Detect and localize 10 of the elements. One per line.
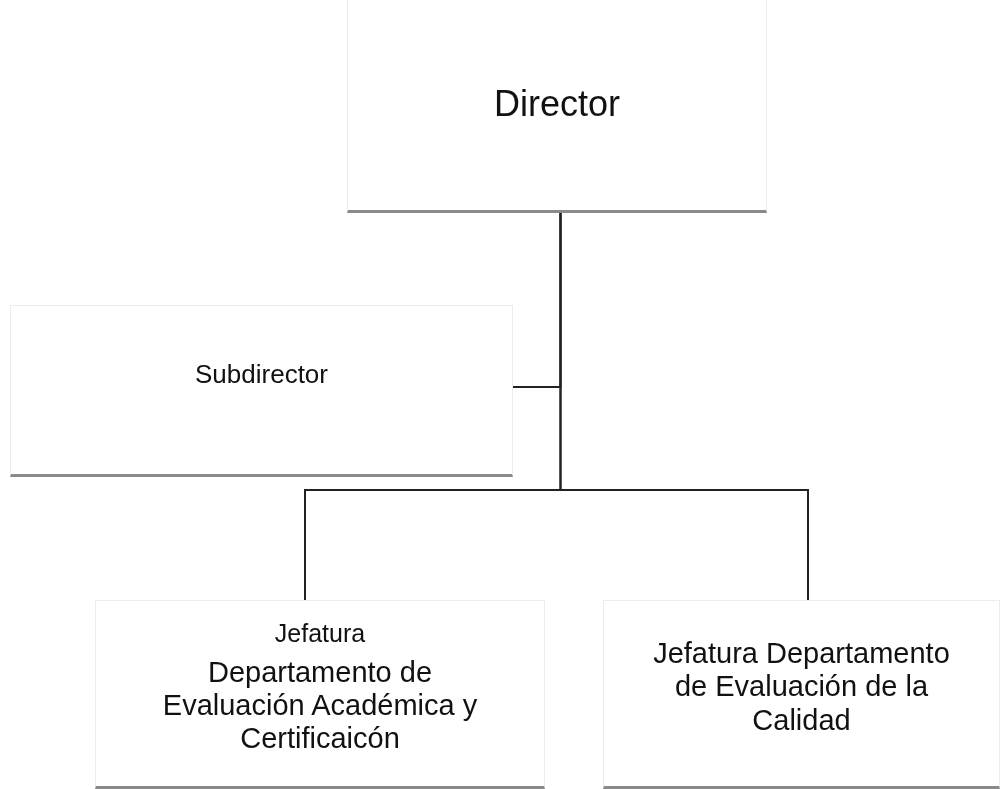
org-box	[95, 600, 545, 789]
box-label: Subdirector	[195, 360, 328, 390]
org-box	[603, 600, 1000, 789]
org-box	[347, 0, 767, 213]
box-label: Director	[494, 83, 620, 125]
box-label: Jefatura Departamento de Evaluación de la Calidad	[652, 637, 951, 738]
box-label: Departamento de Evaluación Académica y Certificaicón	[161, 655, 479, 756]
org-box	[10, 305, 513, 477]
connector-line	[559, 212, 809, 601]
box-label: Jefatura	[274, 619, 366, 648]
